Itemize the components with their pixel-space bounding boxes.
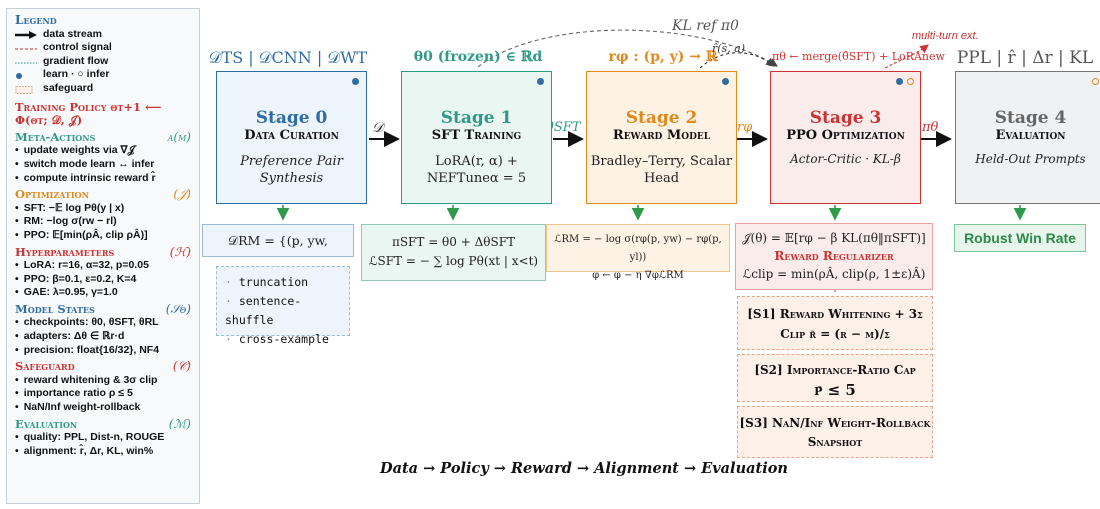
legend-item: NaN/Inf weight-rollback (15, 401, 191, 415)
legend-item: RM: −log σ(rw − rl) (15, 215, 191, 229)
legend-training-policy: Training Policy θt+1 ⟵ Φ(θt; 𝒟, 𝒥) (15, 99, 162, 128)
stage-2-desc-1: Bradley–Terry, Scalar (590, 154, 733, 169)
safeguard-s3: [S3] NaN/Inf Weight-Rollback Snapshot (737, 406, 933, 458)
legend-safeguard: safeguard (15, 82, 191, 96)
legend-optimization-header: Optimization(𝒥) (15, 187, 191, 202)
legend-item: PPO: β=0.1, ε=0.2, K=4 (15, 273, 191, 287)
legend-item: reward whitening & 3σ clip (15, 374, 191, 388)
stage-3-note-line1: 𝒥(θ) = 𝔼[rφ − β KL(πθ‖πSFT)] (742, 231, 926, 245)
infer-dot (1092, 78, 1099, 85)
stage-0-subtitle: Data Curation (244, 128, 339, 143)
stage-0-title: Stage 0 (255, 108, 328, 128)
stage-1-title: Stage 1 (440, 108, 513, 128)
stage-1-desc-1: LoRA(r, α) + (435, 154, 518, 169)
legend-item: switch mode learn ↔ infer (15, 158, 191, 172)
stage-2-subtitle: Reward Model (612, 128, 711, 143)
legend-item: update weights via ∇𝒥 (15, 144, 191, 158)
kl-ref-curve (477, 29, 778, 68)
stage-1-note-line2: ℒSFT = − ∑ log Pθ(xt | x<t) (368, 254, 539, 268)
safeguard-s2-line2: ρ̄ ≤ 5 (814, 381, 856, 399)
legend-item: checkpoints: θ0, θSFT, θRL (15, 316, 191, 330)
stage-4-desc: Held-Out Prompts (975, 152, 1086, 166)
legend-item: precision: float{16/32}, NF4 (15, 344, 191, 358)
robust-win-rate: Robust Win Rate (954, 224, 1086, 252)
stage3-above-label: πθ ← merge(θ̂SFT) + LoRAnew (772, 50, 945, 63)
legend-panel: Legend data stream control signal gradie… (6, 8, 200, 504)
safeguard-s3-line1: [S3] NaN/Inf Weight-Rollback (739, 416, 931, 430)
legend-data-stream: data stream (15, 28, 191, 42)
legend-title: Legend (15, 13, 57, 27)
legend-control-signal: control signal (15, 41, 112, 54)
legend-hyperparameters-header: Hyperparameters(ℋ) (15, 244, 191, 259)
stage-3-box: Stage 3 PPO Optimization Actor-Critic · … (770, 71, 921, 204)
legend-learn-infer: learn · ○ infer (15, 68, 191, 82)
safeguard-s2-line1: [S2] Importance-Ratio Cap (754, 363, 916, 377)
legend-item: adapters: Δθ ∈ ℝr·d (15, 330, 191, 344)
learn-dot (352, 78, 359, 85)
stage-0-desc: Preference Pair Synthesis (240, 154, 343, 186)
stage-3-note-line3: ℒclip = min(ρÂ, clip(ρ, 1±ε)Â) (742, 267, 926, 281)
augment-list: · truncation · sentence-shuffle · cross-… (216, 266, 350, 346)
stage-2-title: Stage 2 (625, 108, 698, 128)
safeguard-s3-line2: Snapshot (807, 435, 863, 449)
stage-2-note-line2: φ ← φ − η ∇φℒRM (592, 270, 684, 281)
safeguard-s1: [S1] Reward Whitening + 3σ Clip r̃ = (r … (737, 296, 933, 350)
connector-label-r-phi: rφ (737, 120, 753, 135)
stage-1-note-line1: πSFT = θ0 + ΔθSFT (391, 235, 516, 249)
learn-dot (896, 78, 903, 85)
stage-2-note-line1: ℒRM = − log σ(rφ(p, yw) − rφ(p, yl)) (554, 234, 722, 263)
stage-3-note: 𝒥(θ) = 𝔼[rφ − β KL(πθ‖πSFT)] Reward Regu… (735, 223, 933, 290)
connector-label-pi-theta: πθ (922, 120, 939, 135)
augment-item: · truncation (225, 275, 309, 289)
stage2-above-label: rφ : (p, y) → ℝ (608, 49, 718, 65)
legend-model-states-header: Model States(𝒮θ) (15, 301, 191, 316)
legend-safeguard-header: Safeguard(𝒞) (15, 359, 191, 374)
r-hat-curve (699, 52, 775, 69)
stage-1-subtitle: SFT Training (431, 128, 522, 143)
stage4-above-label: PPL | r̂ | Δr | KL (956, 48, 1094, 68)
stage-1-box: Stage 1 SFT Training LoRA(r, α) + NEFTun… (401, 71, 552, 204)
connector-label-d: 𝒟 (372, 120, 384, 136)
augment-item: · sentence-shuffle (225, 294, 302, 327)
stage-0-box: Stage 0 Data Curation Preference Pair Sy… (216, 71, 367, 204)
legend-item: LoRA: r=16, α=32, p=0.05 (15, 259, 191, 273)
stage-4-subtitle: Evaluation (995, 128, 1066, 143)
stage-2-note: ℒRM = − log σ(rφ(p, yw) − rφ(p, yl)) φ ←… (546, 224, 730, 281)
infer-dot (907, 78, 914, 85)
stage-3-title: Stage 3 (809, 108, 882, 128)
stage-4-box: Stage 4 Evaluation Held-Out Prompts (955, 71, 1100, 204)
stage1-above-label: θ0 (frozen) ∈ ℝd (413, 49, 543, 65)
legend-item: GAE: λ=0.95, γ=1.0 (15, 286, 191, 300)
legend-item: quality: PPL, Dist-n, ROUGE (15, 431, 191, 445)
stage-3-desc: Actor-Critic · KL-β (790, 152, 901, 166)
stage-1-note: πSFT = θ0 + ΔθSFT ℒSFT = − ∑ log Pθ(xt |… (361, 224, 546, 281)
legend-gradient-flow: gradient flow (15, 54, 109, 67)
legend-item: compute intrinsic reward r̂ (15, 172, 191, 186)
learn-dot (537, 78, 544, 85)
pipeline-footer: Data → Policy → Reward → Alignment → Eva… (380, 460, 788, 477)
connector-label-theta-sft: θSFT (546, 120, 581, 135)
reward-regularizer-title: Reward Regularizer (774, 249, 894, 263)
safeguard-s1-line1: [S1] Reward Whitening + 3σ (747, 307, 923, 321)
stage0-above-label: 𝒟TS | 𝒟CNN | 𝒟WT (208, 48, 368, 67)
safeguard-s2: [S2] Importance-Ratio Cap ρ̄ ≤ 5 (737, 354, 933, 402)
augment-item: · cross-example (225, 332, 329, 346)
safeguard-s1-line2: Clip r̃ = (r − μ)/σ (780, 327, 890, 341)
stage-2-box: Stage 2 Reward Model Bradley–Terry, Scal… (586, 71, 737, 204)
legend-item: alignment: r̂, Δr, KL, win% (15, 445, 191, 459)
r-hat-label: r̂(s, a) (712, 42, 746, 55)
stage-2-desc-2: Head (643, 171, 680, 186)
kl-ref-label: KL ref π0 (672, 18, 739, 34)
legend-evaluation-header: Evaluation(ℳ) (15, 416, 191, 431)
stage-1-desc-2: NEFTuneα = 5 (426, 171, 527, 186)
legend-item: importance ratio ρ ≤ 5 (15, 387, 191, 401)
learn-dot (722, 78, 729, 85)
legend-item: SFT: −𝔼 log Pθ(y | x) (15, 202, 191, 216)
legend-item: PPO: 𝔼[min(ρÂ, clip ρÂ)] (15, 229, 191, 243)
stage-3-subtitle: PPO Optimization (786, 128, 905, 143)
multi-turn-label: multi-turn ext. (912, 30, 979, 42)
stage-0-note: 𝒟RM = {(p, yw, yl)}i=1N (202, 224, 354, 279)
stage-4-title: Stage 4 (994, 108, 1067, 128)
